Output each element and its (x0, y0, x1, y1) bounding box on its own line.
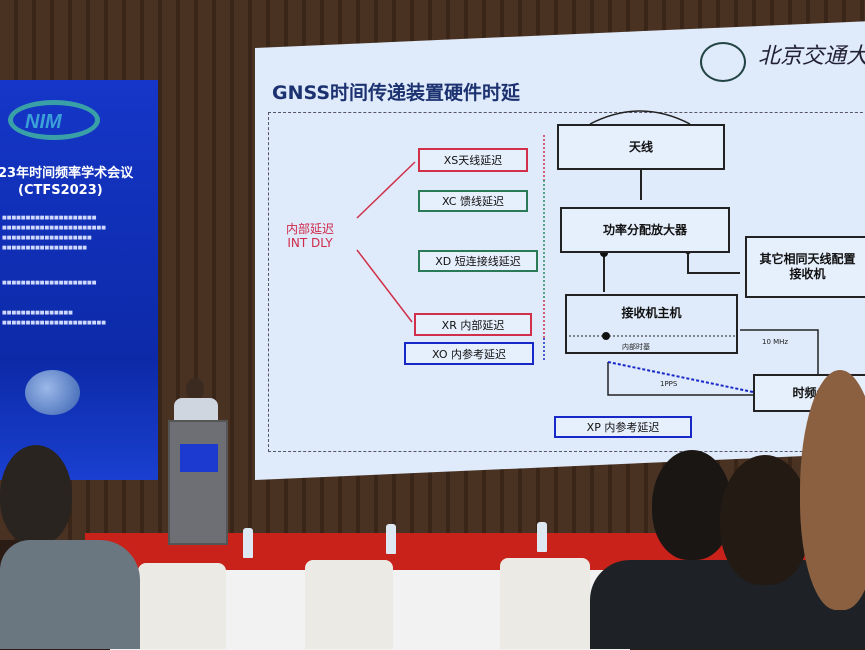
xr-internal-delay-label: XR 内部延迟 (414, 313, 532, 336)
10mhz-label: 10 MHz (762, 338, 789, 346)
xs-antenna-delay-label: XS天线延迟 (418, 148, 528, 172)
1pps-label: 1PPS (660, 380, 678, 388)
university-name: 北京交通大 (758, 44, 865, 69)
chair (138, 563, 226, 649)
chair (500, 558, 590, 649)
water-bottle (386, 524, 396, 554)
diagram-frame (268, 112, 865, 452)
water-bottle (243, 528, 253, 558)
internal-timebase-label: 内部时基 (622, 343, 650, 351)
podium (168, 420, 228, 545)
university-seal (700, 42, 746, 82)
nim-logo: NIM (8, 100, 100, 140)
xp-ref-delay-label: XP 内参考延迟 (554, 416, 692, 438)
xo-ref-delay-label: XO 内参考延迟 (404, 342, 534, 365)
xd-short-cable-delay-label: XD 短连接线延迟 (418, 250, 538, 272)
other-receivers-box: 其它相同天线配置接收机 (745, 236, 865, 298)
audience-member-left (0, 440, 140, 649)
antenna-dish-graphic (25, 370, 80, 415)
amplifier-box: 功率分配放大器 (560, 207, 730, 253)
receiver-box: 接收机主机 (565, 294, 738, 354)
speaker (172, 378, 220, 426)
xc-feeder-delay-label: XC 馈线延迟 (418, 190, 528, 212)
conference-banner: NIM 23年时间频率学术会议 (CTFS2023) ■■■■■■■■■■■■■… (0, 80, 158, 480)
chair (305, 560, 393, 649)
audience-members-right (590, 370, 865, 649)
banner-subtitle: (CTFS2023) (18, 183, 103, 198)
antenna-box: 天线 (557, 124, 725, 170)
banner-title: 23年时间频率学术会议 (0, 166, 134, 181)
slide-title: GNSS时间传递装置硬件时延 (272, 82, 521, 104)
water-bottle (537, 522, 547, 552)
